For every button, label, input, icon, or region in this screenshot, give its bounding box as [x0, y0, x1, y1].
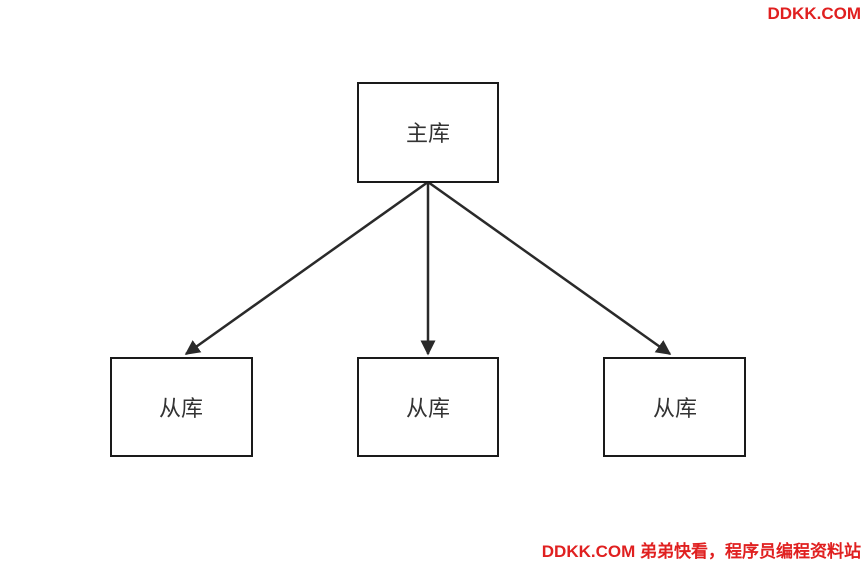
- edge-master-slave1: [184, 180, 429, 356]
- watermark-bottom: DDKK.COM 弟弟快看，程序员编程资料站: [541, 542, 861, 561]
- node-slave-1-label: 从库: [159, 397, 203, 422]
- node-slave-2-label: 从库: [406, 397, 450, 422]
- node-slave-1: 从库: [110, 357, 253, 457]
- edge-master-slave3: [427, 180, 672, 356]
- node-slave-2: 从库: [357, 357, 499, 457]
- node-master: 主库: [357, 82, 499, 183]
- node-master-label: 主库: [406, 122, 450, 147]
- node-slave-3: 从库: [603, 357, 746, 457]
- node-slave-3-label: 从库: [653, 397, 697, 422]
- watermark-top: DDKK.COM: [767, 4, 862, 23]
